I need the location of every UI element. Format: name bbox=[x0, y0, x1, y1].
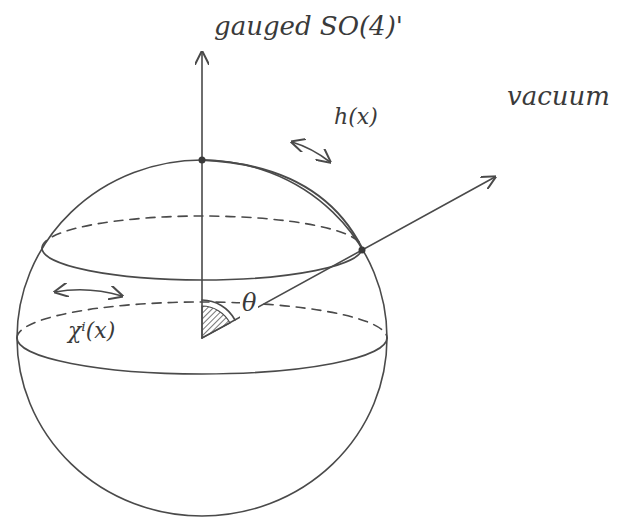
vacuum-dot bbox=[359, 247, 366, 254]
vacuum-label: vacuum bbox=[505, 82, 612, 112]
great-circle-arc bbox=[202, 160, 362, 248]
axis-label: gauged SO(4)' bbox=[212, 12, 405, 42]
double-arrow bbox=[55, 290, 122, 296]
field-label: h(x) bbox=[332, 104, 380, 129]
angle-mark bbox=[202, 306, 230, 338]
pole-dot bbox=[199, 157, 206, 164]
vacuum-arrow bbox=[202, 177, 495, 338]
double-arrow bbox=[292, 142, 330, 162]
angle-arc bbox=[202, 300, 235, 320]
equator-front bbox=[17, 338, 387, 374]
angle-label: θ bbox=[240, 290, 258, 318]
axis-arrow bbox=[201, 52, 203, 338]
field-label: χⁱ(x) bbox=[66, 318, 117, 343]
